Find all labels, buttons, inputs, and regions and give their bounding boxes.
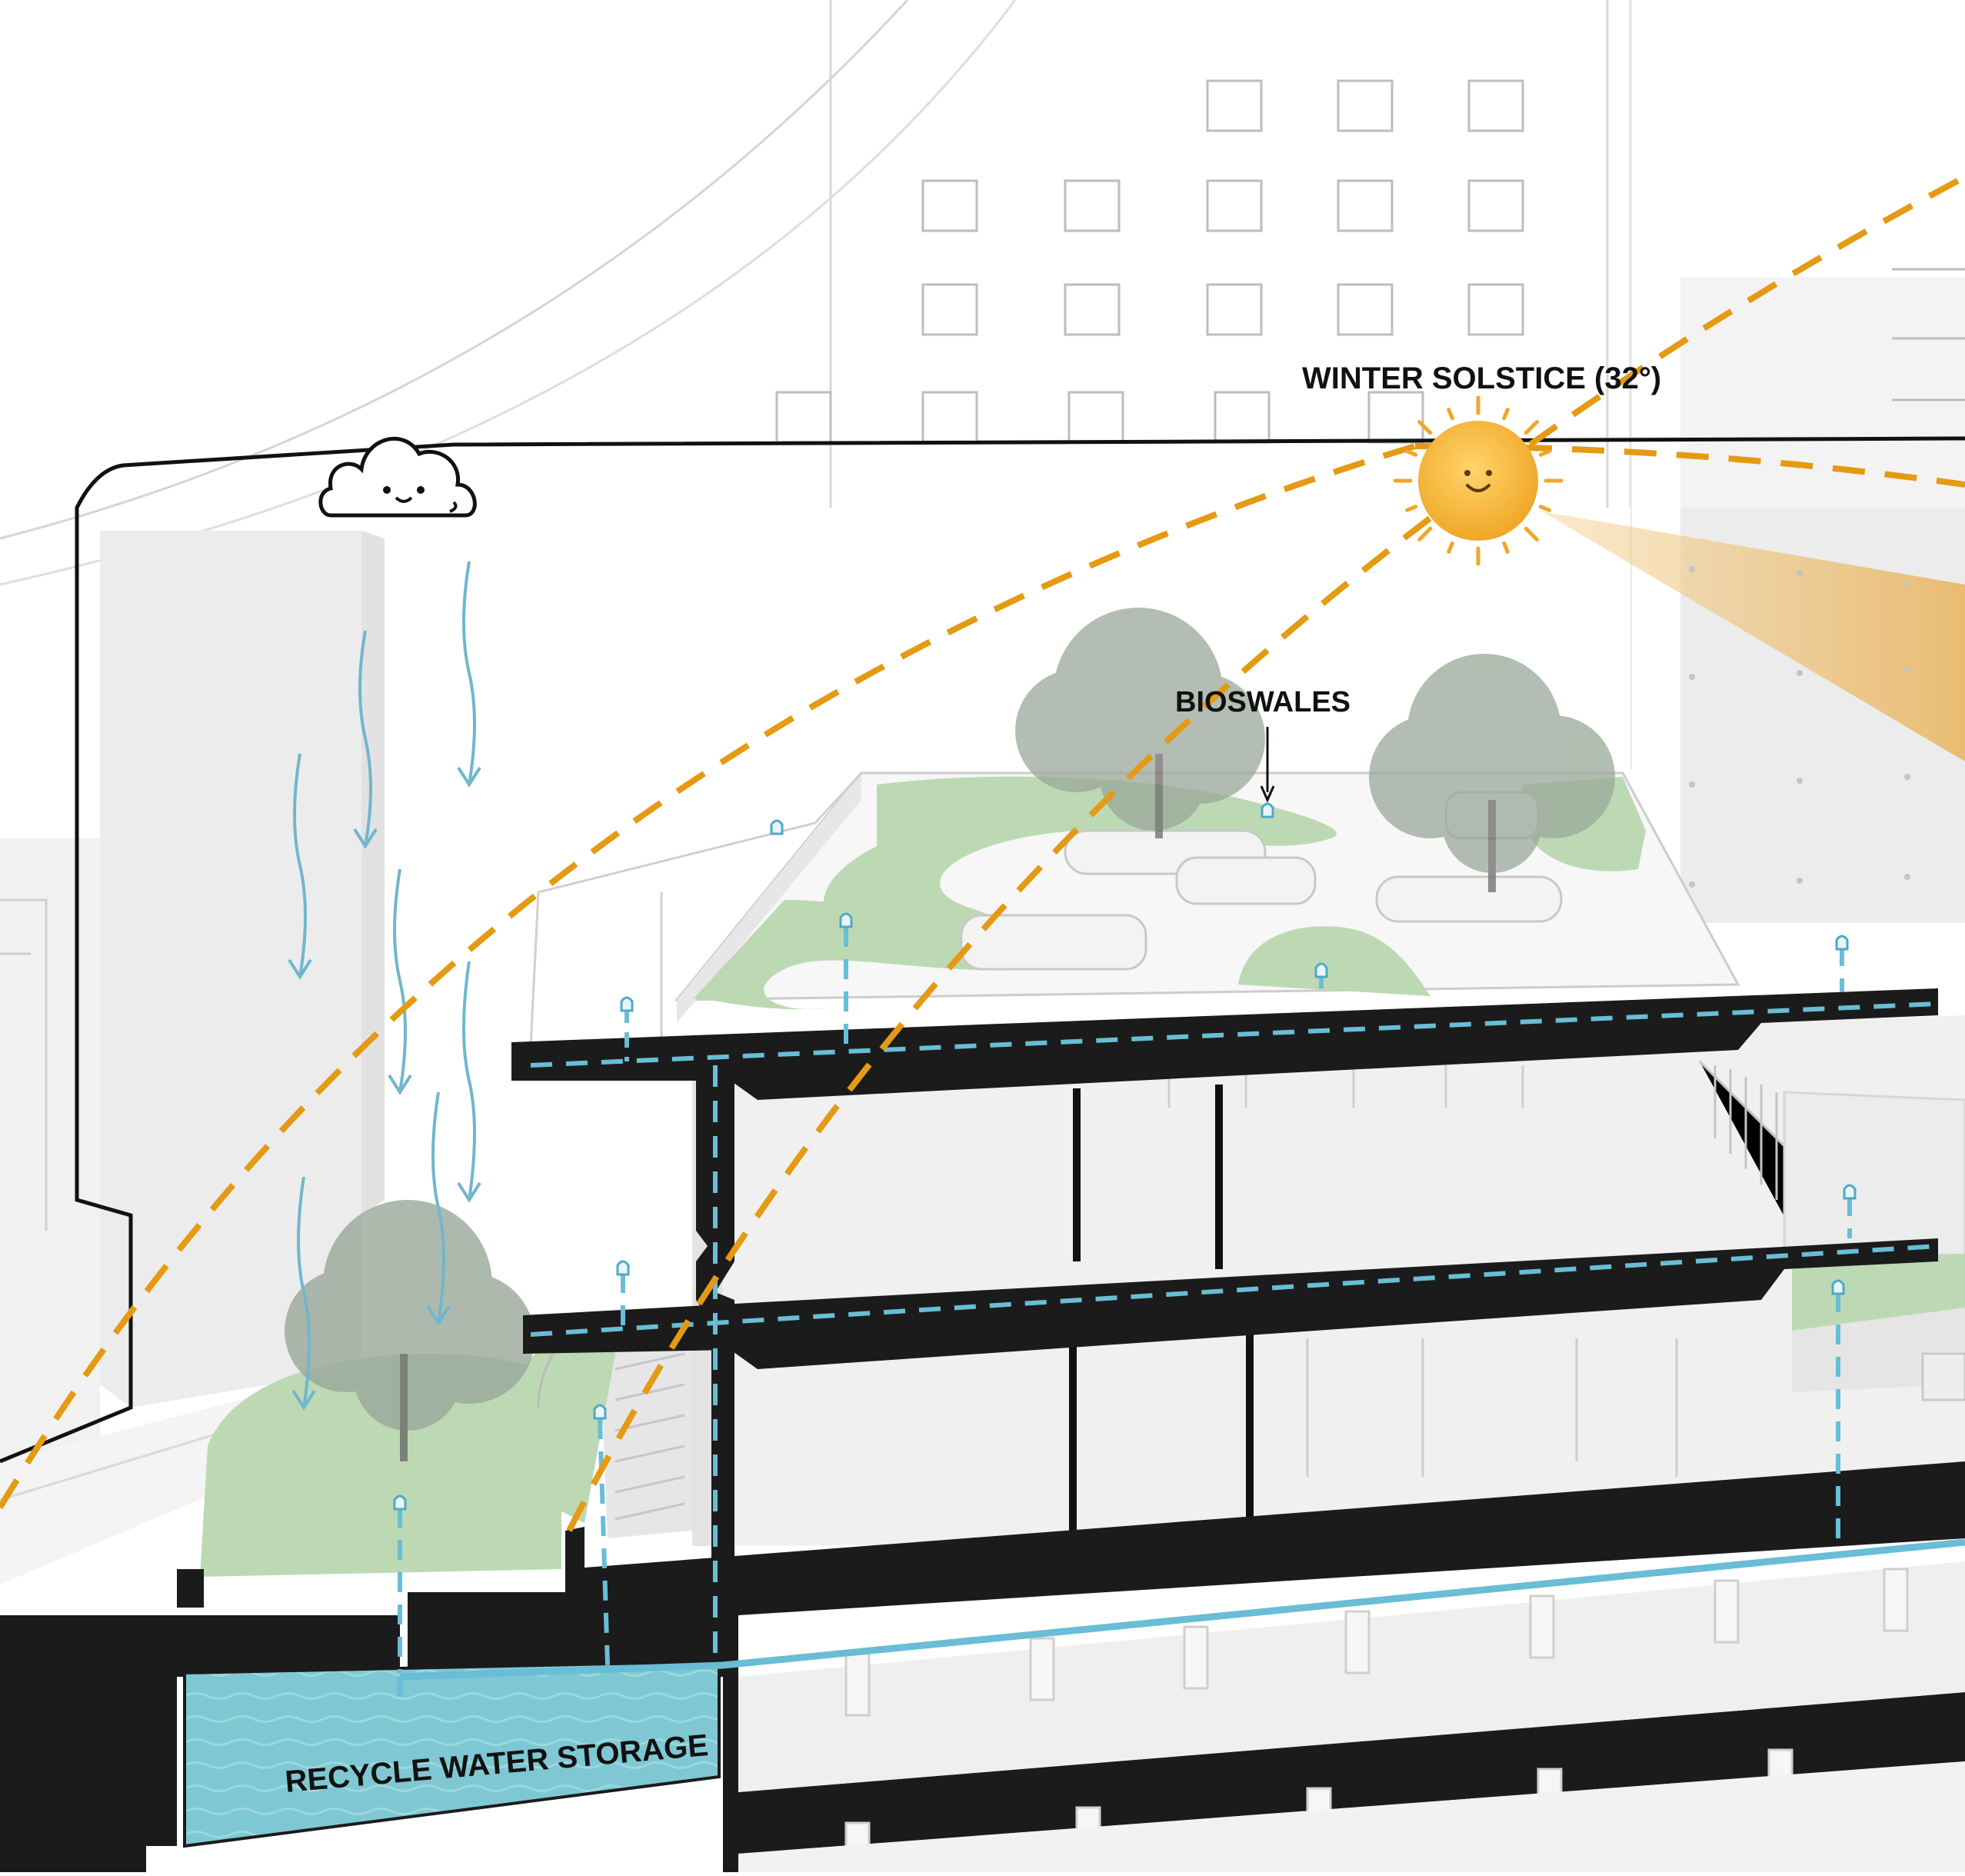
sun-path-high	[0, 443, 1417, 1510]
bioswales-callout: BIOSWALES	[1175, 686, 1351, 803]
water-pipes	[397, 927, 1965, 1704]
roof-garden	[529, 608, 1740, 1047]
window	[1467, 283, 1524, 336]
basement-area	[738, 1561, 1965, 1874]
rain-arrowhead	[291, 1389, 316, 1411]
rain-stream	[431, 1091, 445, 1324]
bioswales-label: BIOSWALES	[1175, 686, 1351, 718]
drain-cap	[620, 996, 634, 1012]
sun-path-steep	[566, 174, 1965, 1532]
window	[1064, 283, 1121, 336]
window	[921, 283, 978, 336]
sun-path-label: WINTER SOLSTICE (32°)	[1302, 362, 1661, 395]
cloud-icon	[318, 436, 477, 518]
roof-tree-left	[1015, 608, 1265, 838]
window	[775, 391, 832, 444]
rain-arrowhead	[426, 1305, 451, 1326]
ground-garden	[200, 1200, 615, 1577]
roof-tree-right	[1369, 654, 1615, 892]
rain-arrowhead	[388, 1074, 412, 1095]
drain-cap	[1835, 935, 1849, 951]
window	[1467, 79, 1524, 132]
window	[921, 391, 978, 444]
drain-caps	[393, 802, 1857, 1511]
rain-stream	[297, 1176, 311, 1408]
sun-ray	[1524, 526, 1539, 541]
rain-arrows	[288, 561, 481, 1411]
window	[1067, 391, 1124, 444]
site-boundary-line	[0, 436, 1965, 1464]
rain-stream	[293, 753, 307, 978]
drain-cap	[839, 912, 853, 928]
sun-beam	[1542, 511, 1965, 761]
drain-cap	[1843, 1184, 1857, 1200]
rain-arrowhead	[353, 828, 378, 849]
window	[1206, 179, 1263, 232]
drain-cap	[1261, 802, 1274, 818]
drain-cap	[770, 819, 784, 835]
rain-arrowhead	[288, 958, 312, 980]
window	[1367, 391, 1424, 444]
drain-cap	[393, 1494, 407, 1511]
window	[1337, 283, 1394, 336]
sun-ray	[1417, 420, 1433, 435]
window	[1206, 283, 1263, 336]
window	[1206, 79, 1263, 132]
sun-icon	[1393, 395, 1564, 566]
sun-ray	[1524, 420, 1539, 435]
rain-stream	[462, 561, 476, 785]
sun-ray	[1417, 526, 1433, 541]
drain-cap	[593, 1404, 607, 1420]
window	[1064, 179, 1121, 232]
window	[1337, 79, 1394, 132]
sun-ray	[1538, 449, 1551, 457]
sun-ray	[1447, 541, 1454, 554]
rain-stream	[462, 961, 476, 1201]
sun-ray	[1447, 408, 1454, 421]
sun-ray	[1538, 505, 1551, 512]
window	[1467, 179, 1524, 232]
sun-ray	[1405, 505, 1418, 512]
sun-ray	[1502, 408, 1510, 421]
sun-ray	[1405, 449, 1418, 457]
drain-cap	[616, 1260, 630, 1276]
window	[1214, 391, 1271, 444]
drain-cap	[1831, 1279, 1845, 1295]
rain-stream	[393, 868, 407, 1093]
window	[1337, 179, 1394, 232]
drain-cap	[1314, 962, 1328, 978]
section-slabs	[0, 988, 1965, 1872]
ground-tree	[285, 1200, 535, 1461]
rain-stream	[358, 630, 372, 847]
rain-arrowhead	[457, 1181, 481, 1203]
wall-dots	[1689, 566, 1910, 888]
window	[921, 179, 978, 232]
recycle-water-tank	[183, 1659, 721, 1848]
sun-ray	[1502, 541, 1510, 554]
rain-arrowhead	[457, 766, 481, 788]
